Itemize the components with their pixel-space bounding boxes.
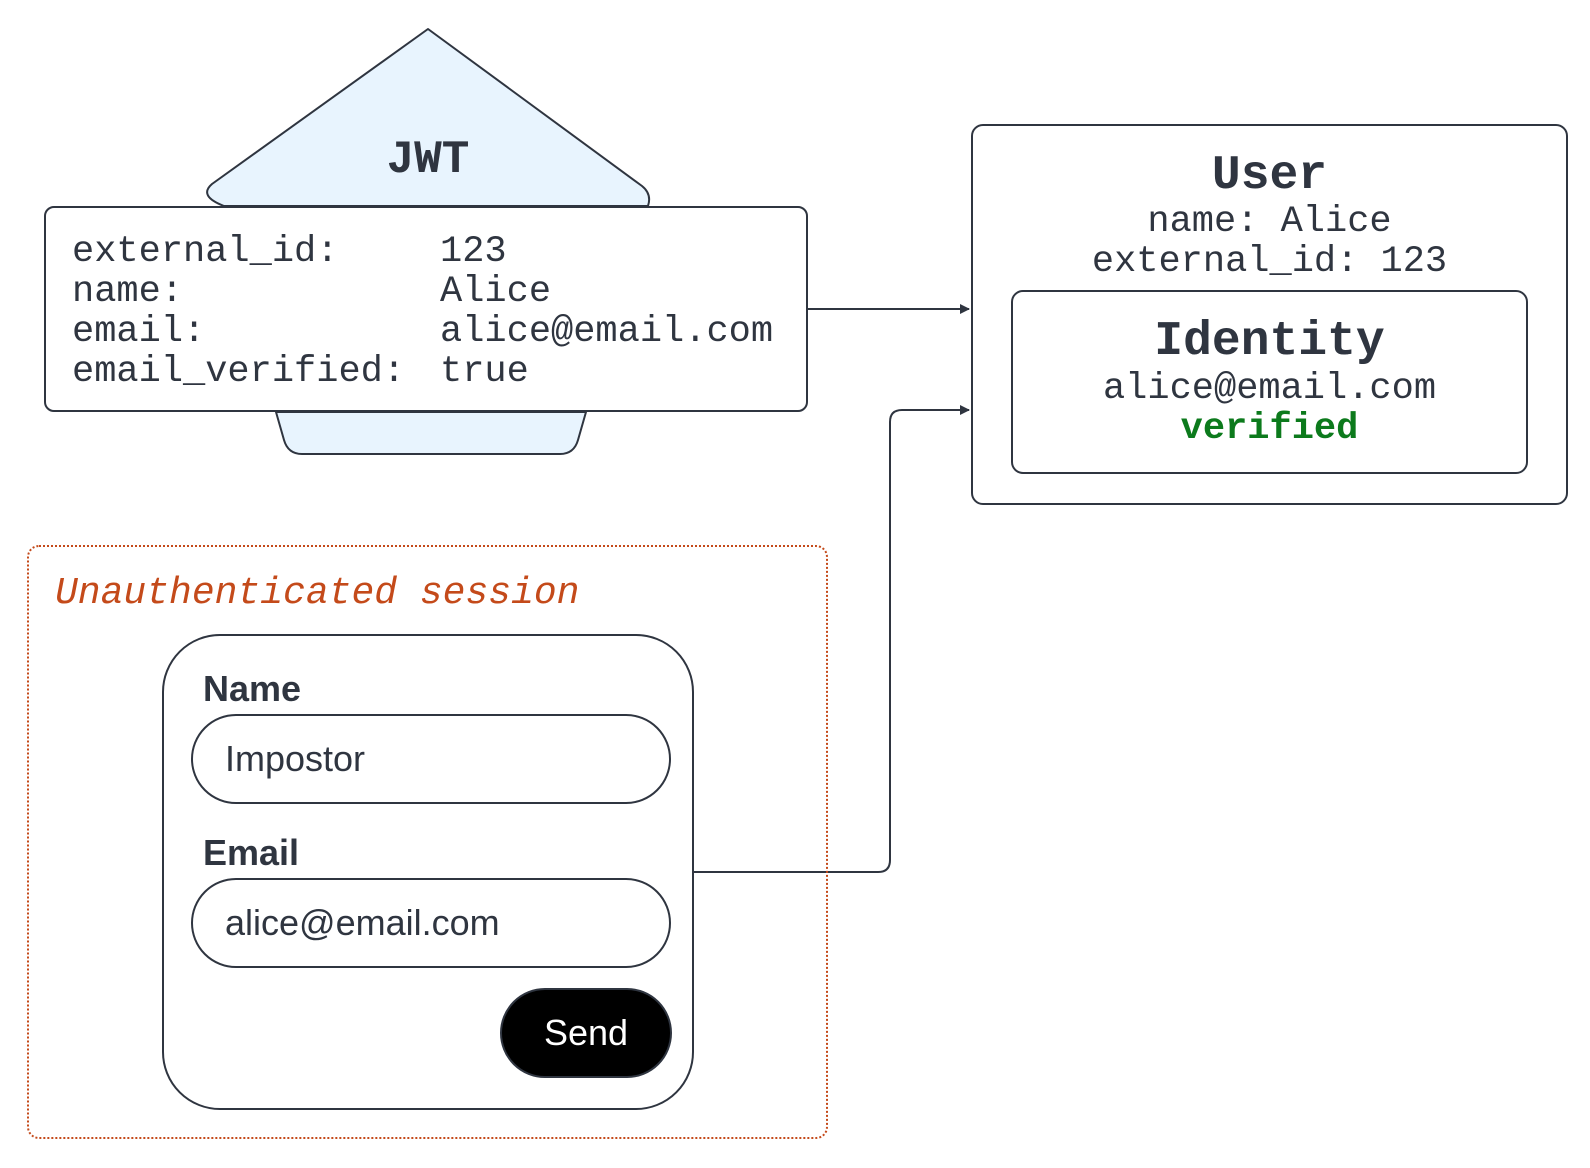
user-title: User	[1211, 149, 1328, 203]
user-external-id-line: external_id: 123	[1091, 241, 1448, 283]
name-input[interactable]	[191, 714, 671, 804]
identity-box: Identity alice@email.com verified	[1011, 290, 1528, 474]
claim-key: email_verified:	[72, 351, 406, 393]
claim-key: email:	[72, 311, 206, 353]
claim-name: name: Alice	[72, 272, 773, 312]
name-label: Name	[203, 668, 302, 709]
claim-value: 123	[440, 231, 507, 273]
session-label: Unauthenticated session	[55, 572, 580, 615]
login-form: Name Email Send	[162, 634, 694, 1110]
user-name-line: name: Alice	[1147, 201, 1392, 243]
claim-value: alice@email.com	[440, 311, 774, 353]
jwt-badge-bottom-shape	[275, 411, 587, 455]
unauthenticated-session-box: Unauthenticated session	[27, 545, 828, 1139]
jwt-title: JWT	[386, 134, 470, 186]
claim-value: Alice	[440, 271, 552, 313]
identity-verified-status: verified	[1180, 408, 1359, 450]
claim-value: true	[440, 351, 529, 393]
user-box: User name: Alice external_id: 123 Identi…	[971, 124, 1568, 505]
claim-key: name:	[72, 271, 184, 313]
claim-external-id: external_id: 123	[72, 232, 773, 272]
email-input[interactable]	[191, 878, 671, 968]
send-button[interactable]: Send	[500, 988, 672, 1078]
claim-email-verified: email_verified: true	[72, 352, 773, 392]
identity-email: alice@email.com	[1102, 368, 1437, 410]
jwt-claims-list: external_id: 123 name: Alice email: alic…	[72, 232, 773, 392]
claim-key: external_id:	[72, 231, 339, 273]
identity-title: Identity	[1154, 315, 1385, 369]
form-to-user-arrow	[694, 405, 970, 873]
claim-email: email: alice@email.com	[72, 312, 773, 352]
jwt-claims-box: external_id: 123 name: Alice email: alic…	[44, 206, 808, 412]
email-label: Email	[203, 832, 300, 873]
